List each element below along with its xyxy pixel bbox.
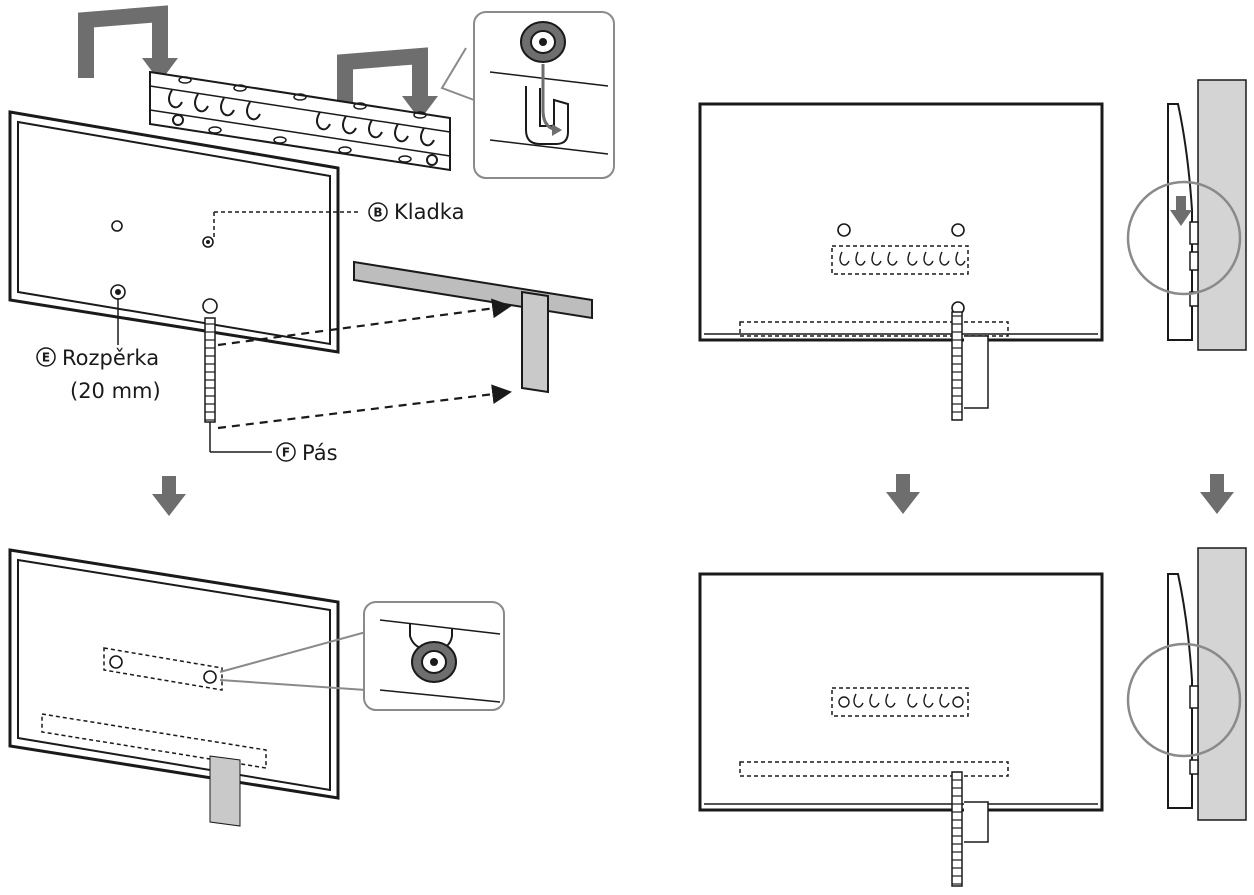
side-view-mounted [1126,547,1247,821]
pulley-installed-icon [206,240,210,244]
belt-routing-arrows [217,298,512,430]
belt-strap [204,317,216,423]
label-belt: F Pás [276,441,338,465]
svg-text:Kladka: Kladka [394,200,464,224]
step-belt-fixed-panel [698,102,1104,421]
next-step-arrow-left [152,476,186,516]
svg-text:Rozpěrka: Rozpěrka [62,346,159,370]
svg-text:E: E [42,351,50,365]
step-final-panel [698,572,1104,887]
label-spacer: E Rozpěrka (20 mm) [36,346,161,403]
next-step-arrow-center [886,474,920,514]
hook-arrow-right [337,47,438,120]
tv-back-tilted [8,110,340,354]
step-tv-hung-panel [8,548,505,827]
belt-tail [209,755,241,827]
svg-text:(20 mm): (20 mm) [70,379,161,403]
svg-text:B: B [373,206,382,220]
svg-text:Pás: Pás [302,441,338,465]
wall-bracket [149,70,451,172]
side-view-hooking [1126,79,1247,351]
pulley-icon [520,21,566,63]
spacer-icon [115,289,121,295]
next-step-arrow-right [1200,474,1234,514]
svg-text:F: F [282,446,290,460]
shelf-support [353,260,593,394]
pulley-detail-callout [219,601,505,711]
hook-detail-callout [440,11,615,179]
label-pulley: B Kladka [368,200,464,224]
label-leaders [117,211,360,453]
step-hook-tv-panel: B Kladka E Rozpěrka (20 mm) F Pás [8,5,615,465]
pulley-icon-detail [411,641,457,683]
hook-arrow-left [78,5,178,82]
